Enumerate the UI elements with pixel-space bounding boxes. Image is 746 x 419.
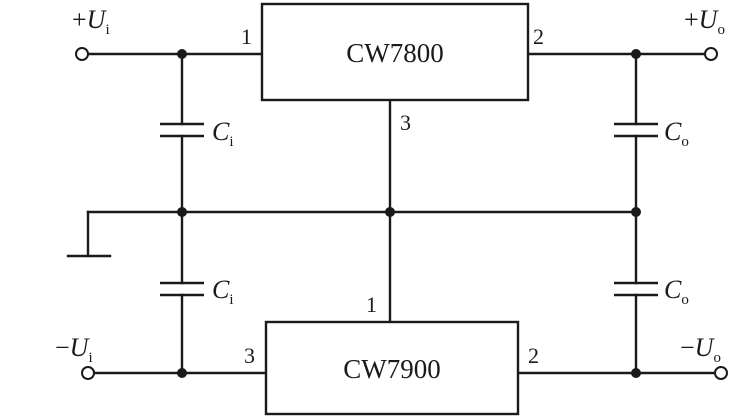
junction-dot xyxy=(177,368,187,378)
capacitor-co-top xyxy=(614,122,658,138)
capacitor-label-co-bottom: Co xyxy=(664,275,689,308)
capacitor-label-co-top: Co xyxy=(664,117,689,150)
regulator-box-top xyxy=(260,2,530,102)
terminal-label-neg-out: −Uo xyxy=(680,333,721,366)
regulator-name-top: CW7800 xyxy=(346,38,444,68)
pin-label: 1 xyxy=(366,292,377,317)
junction-dot xyxy=(177,49,187,59)
pin-label: 2 xyxy=(528,343,539,368)
junction-dot xyxy=(631,368,641,378)
pin-label: 3 xyxy=(400,110,411,135)
junction-dot xyxy=(177,207,187,217)
regulator-box-bottom xyxy=(264,320,520,416)
capacitor-co-bottom xyxy=(614,281,658,297)
junction-dot xyxy=(631,49,641,59)
junction-dot xyxy=(385,207,395,217)
terminal-label-pos-out: +Uo xyxy=(684,5,725,38)
terminal-pos-in xyxy=(75,47,89,61)
terminal-pos-out xyxy=(704,47,718,61)
pin-label: 3 xyxy=(244,343,255,368)
terminal-neg-in xyxy=(81,366,95,380)
pin-label: 1 xyxy=(241,24,252,49)
regulator-name-bottom: CW7900 xyxy=(343,354,441,384)
capacitor-ci-top xyxy=(160,122,204,138)
capacitor-label-ci-top: Ci xyxy=(212,117,234,150)
junction-dots xyxy=(177,49,641,378)
terminal-label-neg-in: −Ui xyxy=(55,333,93,366)
capacitor-ci-bottom xyxy=(160,281,204,297)
capacitor-label-ci-bottom: Ci xyxy=(212,275,234,308)
terminal-label-pos-in: +Ui xyxy=(72,5,110,38)
junction-dot xyxy=(631,207,641,217)
pin-label: 2 xyxy=(533,24,544,49)
terminal-neg-out xyxy=(714,366,728,380)
